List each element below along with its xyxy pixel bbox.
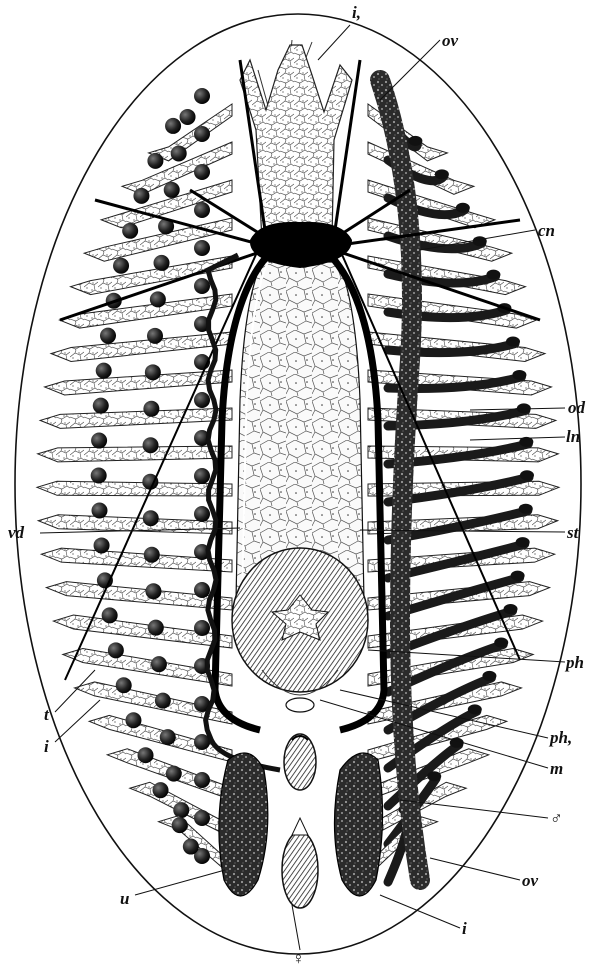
uterus-right	[334, 753, 382, 896]
testis	[194, 582, 210, 598]
ovary-follicle	[473, 236, 487, 246]
testis	[143, 510, 159, 526]
ovary-follicle	[408, 136, 422, 146]
testis	[171, 145, 187, 161]
penis-bulb	[284, 734, 316, 790]
testis	[172, 817, 188, 833]
ovary-follicle	[482, 671, 496, 681]
label-u: u	[120, 889, 129, 908]
testis	[194, 468, 210, 484]
label-i-bottom: i	[462, 919, 467, 938]
testis	[133, 188, 149, 204]
testis	[91, 502, 107, 518]
ovary-follicle	[504, 604, 518, 614]
testis	[183, 839, 199, 855]
ovary-follicle	[486, 270, 500, 280]
testis	[180, 109, 196, 125]
label-ov-bottom: ov	[522, 871, 539, 890]
testis	[194, 126, 210, 142]
testis	[194, 506, 210, 522]
ovary-follicle	[512, 370, 526, 380]
testis	[122, 223, 138, 239]
testis	[194, 88, 210, 104]
testis	[164, 182, 180, 198]
ovary-follicle	[519, 504, 533, 514]
ovary-follicle	[435, 169, 449, 179]
testis	[151, 656, 167, 672]
testis	[194, 202, 210, 218]
testis	[102, 607, 118, 623]
testis	[125, 712, 141, 728]
label-st: st	[566, 523, 580, 542]
testis	[91, 468, 107, 484]
testis	[113, 258, 129, 274]
testis	[155, 693, 171, 709]
testis	[154, 255, 170, 271]
ovary-follicle	[494, 637, 508, 647]
testis	[150, 291, 166, 307]
testis	[166, 766, 182, 782]
testis	[194, 392, 210, 408]
testis	[145, 583, 161, 599]
testis	[94, 537, 110, 553]
testis	[147, 153, 163, 169]
testis	[147, 328, 163, 344]
ovary-follicle	[511, 571, 525, 581]
ovary-follicle	[468, 704, 482, 714]
testis	[194, 278, 210, 294]
testis	[194, 240, 210, 256]
ovary-follicle	[506, 337, 520, 347]
testis	[194, 772, 210, 788]
testis	[194, 810, 210, 826]
testis	[108, 642, 124, 658]
testis	[145, 364, 161, 380]
label-ln: ln	[566, 427, 580, 446]
testis	[143, 437, 159, 453]
label-female: ♀	[292, 949, 305, 968]
testis	[91, 433, 107, 449]
testis	[165, 118, 181, 134]
label-ov-top: ov	[442, 31, 459, 50]
ovary-follicle	[520, 470, 534, 480]
testis	[143, 401, 159, 417]
label-ph: ph	[564, 653, 584, 672]
testis	[100, 328, 116, 344]
label-i1-top: i,	[352, 3, 361, 22]
ovary-follicle	[456, 203, 470, 213]
label-cn: cn	[538, 221, 555, 240]
testis	[96, 363, 112, 379]
testis	[138, 747, 154, 763]
ovary-follicle	[516, 537, 530, 547]
label-od: od	[568, 398, 586, 417]
testis	[144, 547, 160, 563]
testis	[160, 729, 176, 745]
testis	[194, 164, 210, 180]
label-i-left: i	[44, 737, 49, 756]
testis	[173, 802, 189, 818]
label-male: ♂	[550, 809, 563, 828]
ovary-follicle	[427, 771, 441, 781]
testis	[194, 620, 210, 636]
label-m: m	[550, 759, 563, 778]
label-vd: vd	[8, 523, 25, 542]
testis	[116, 677, 132, 693]
testis	[153, 782, 169, 798]
label-ph1: ph,	[548, 728, 572, 747]
pharynx-sheath	[286, 698, 314, 712]
testis	[148, 620, 164, 636]
testis	[93, 398, 109, 414]
